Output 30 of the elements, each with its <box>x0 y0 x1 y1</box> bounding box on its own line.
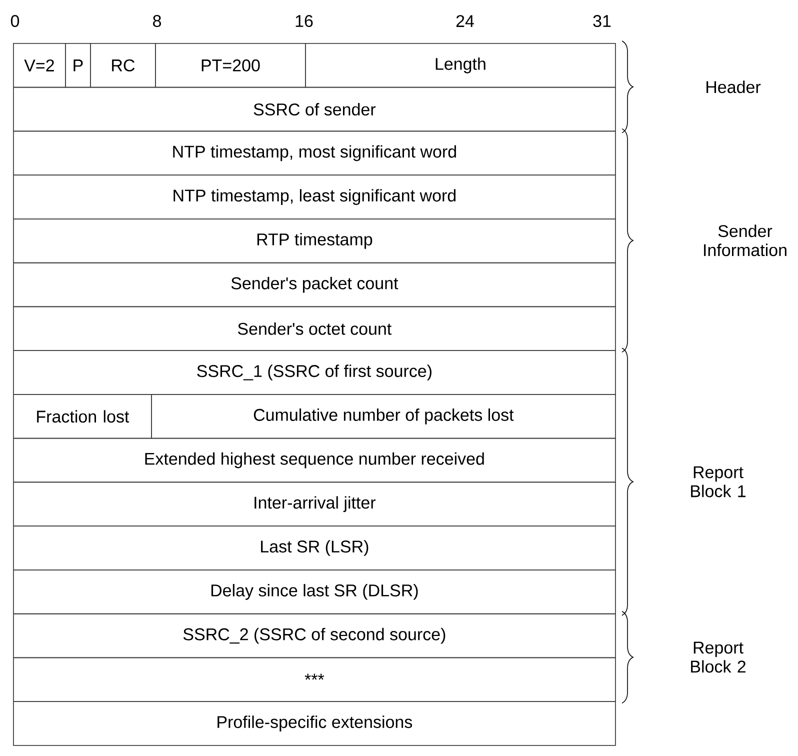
field-cell: Length <box>305 43 616 88</box>
bit-number: 31 <box>593 14 611 28</box>
bit-number: 8 <box>153 14 161 28</box>
field-cell: Extended highest sequence number received <box>13 438 616 483</box>
brace-label: Report Block 1 <box>691 466 746 498</box>
field-cell: Cumulative number of packets lost <box>151 394 616 439</box>
brace-label: Header <box>706 80 761 94</box>
field-cell: Sender's octet count <box>13 306 616 352</box>
field-cell: SSRC_1 (SSRC of first source) <box>13 350 616 395</box>
field-cell: NTP timestamp, most significant word <box>13 130 616 176</box>
field-cell: RC <box>90 43 156 88</box>
field-cell: Fraction lost <box>13 394 152 439</box>
field-cell: SSRC of sender <box>13 86 616 132</box>
field-cell: P <box>65 43 91 88</box>
field-cell: PT=200 <box>155 43 306 88</box>
brace-label: Sender Information <box>704 224 786 256</box>
field-cell: *** <box>13 657 616 702</box>
brace-label: Report Block 2 <box>691 642 746 673</box>
field-cell: RTP timestamp <box>13 218 616 264</box>
bit-number: 16 <box>296 14 313 28</box>
bit-number: 24 <box>456 15 474 27</box>
field-cell: NTP timestamp, least significant word <box>13 174 616 220</box>
bit-number: 0 <box>10 14 20 28</box>
field-cell: Sender's packet count <box>13 262 616 308</box>
field-cell: Inter-arrival jitter <box>13 482 616 527</box>
field-cell: Profile-specific extensions <box>13 701 616 746</box>
field-cell: V=2 <box>13 43 66 88</box>
field-cell: SSRC_2 (SSRC of second source) <box>13 613 616 658</box>
field-cell: Delay since last SR (DLSR) <box>13 570 616 614</box>
field-cell: Last SR (LSR) <box>13 526 616 570</box>
